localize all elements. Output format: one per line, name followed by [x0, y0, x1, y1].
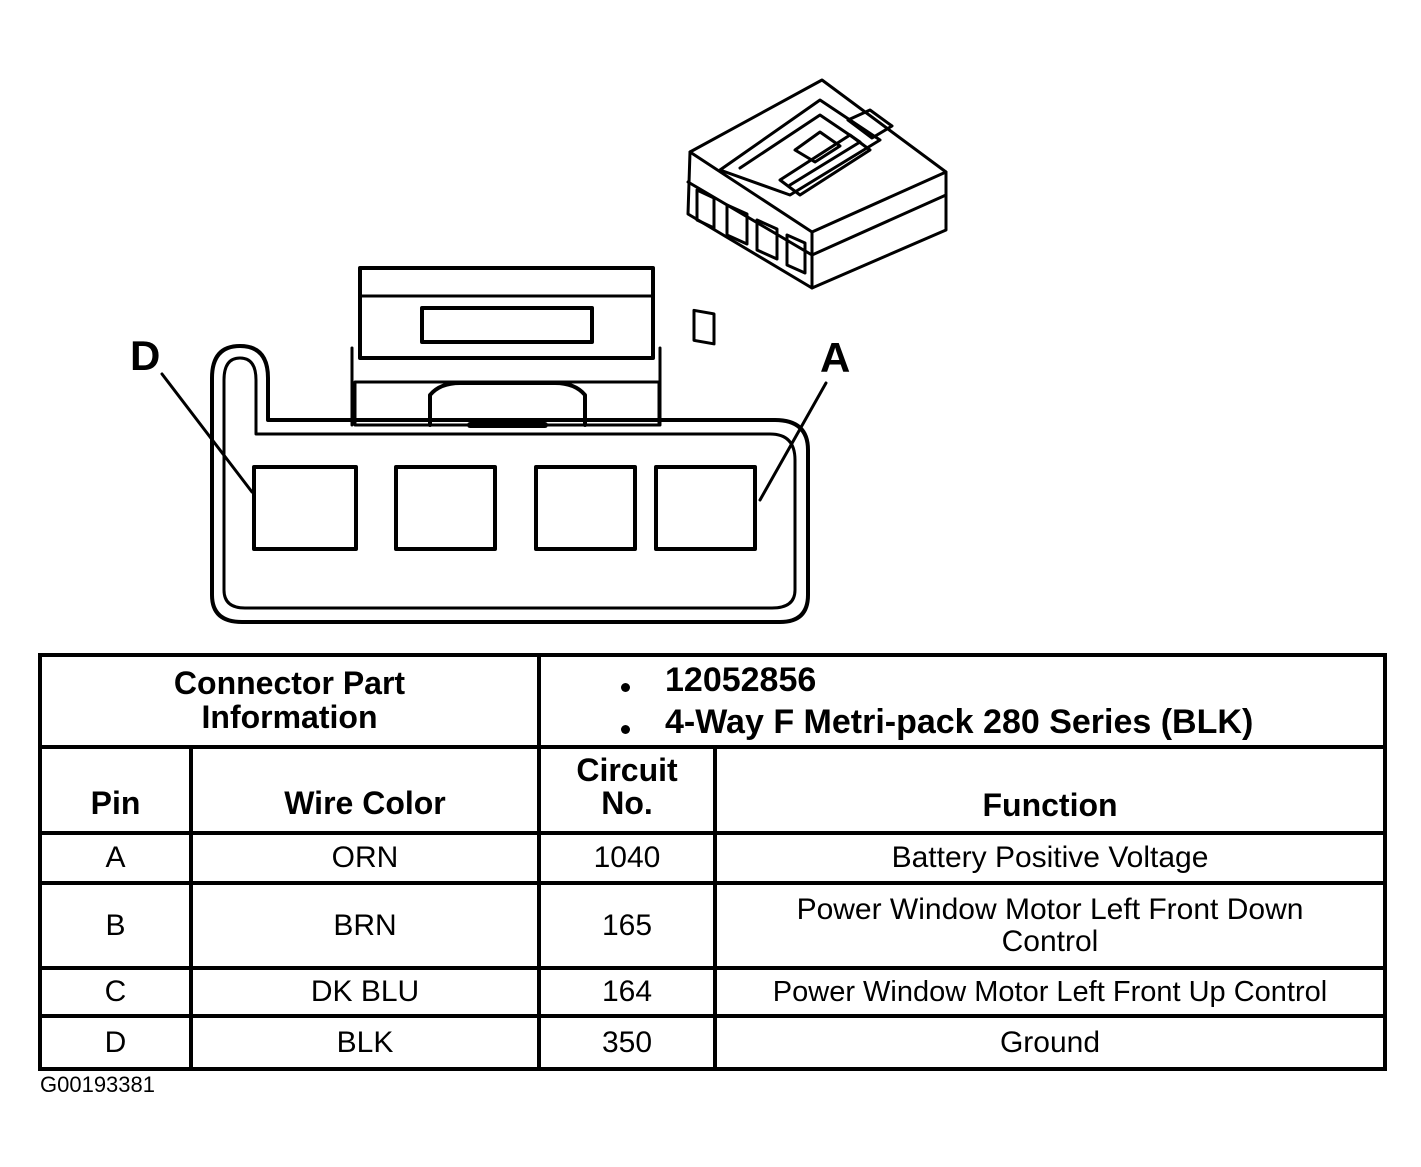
connector-3d-view — [686, 78, 948, 346]
cavity-c — [394, 465, 497, 551]
col-header-pin: Pin — [38, 745, 193, 835]
pin-cell: D — [38, 1014, 193, 1071]
wire-color-cell: ORN — [189, 831, 541, 885]
col-header-wire-color: Wire Color — [189, 745, 541, 835]
cavity-a — [654, 465, 757, 551]
part-info-row: Connector Part Information 12052856 4-Wa… — [38, 653, 1388, 749]
function-cell: Battery Positive Voltage — [712, 831, 1388, 885]
col-header-circuit: Circuit No. — [537, 745, 717, 835]
pin-label-d: D — [130, 332, 160, 379]
part-number: 12052856 — [621, 659, 1383, 701]
wire-color-cell: DK BLU — [189, 966, 541, 1018]
function-cell: Power Window Motor Left Front Up Control — [712, 966, 1388, 1018]
cavity-b — [534, 465, 637, 551]
pin-cell: B — [38, 881, 193, 970]
connector-part-header: Connector Part Information — [38, 653, 541, 749]
circuit-cell: 350 — [537, 1014, 717, 1071]
leader-line-a — [758, 381, 828, 502]
table-row: B BRN 165 Power Window Motor Left Front … — [38, 881, 1388, 970]
pin-label-a: A — [820, 334, 850, 381]
function-cell: Ground — [712, 1014, 1388, 1071]
circuit-cell: 164 — [537, 966, 717, 1018]
cavity-d — [252, 465, 358, 551]
table-row: C DK BLU 164 Power Window Motor Left Fro… — [38, 966, 1388, 1018]
column-header-row: Pin Wire Color Circuit No. Function — [38, 745, 1388, 835]
circuit-cell: 1040 — [537, 831, 717, 885]
function-cell: Power Window Motor Left Front Down Contr… — [712, 881, 1388, 970]
connector-info-table: Connector Part Information 12052856 4-Wa… — [38, 653, 1388, 1071]
table-row: A ORN 1040 Battery Positive Voltage — [38, 831, 1388, 885]
connector-diagram: D A — [130, 78, 948, 624]
pin-cell: C — [38, 966, 193, 1018]
figure-id: G00193381 — [40, 1072, 155, 1097]
table-row: D BLK 350 Ground — [38, 1014, 1388, 1071]
wire-color-cell: BRN — [189, 881, 541, 970]
leader-line-d — [160, 372, 254, 494]
col-header-function: Function — [712, 745, 1388, 835]
wire-color-cell: BLK — [189, 1014, 541, 1071]
circuit-cell: 165 — [537, 881, 717, 970]
part-info-cell: 12052856 4-Way F Metri-pack 280 Series (… — [536, 653, 1388, 749]
part-description: 4-Way F Metri-pack 280 Series (BLK) — [621, 701, 1383, 743]
connector-front-view — [160, 266, 828, 624]
pin-cell: A — [38, 831, 193, 885]
